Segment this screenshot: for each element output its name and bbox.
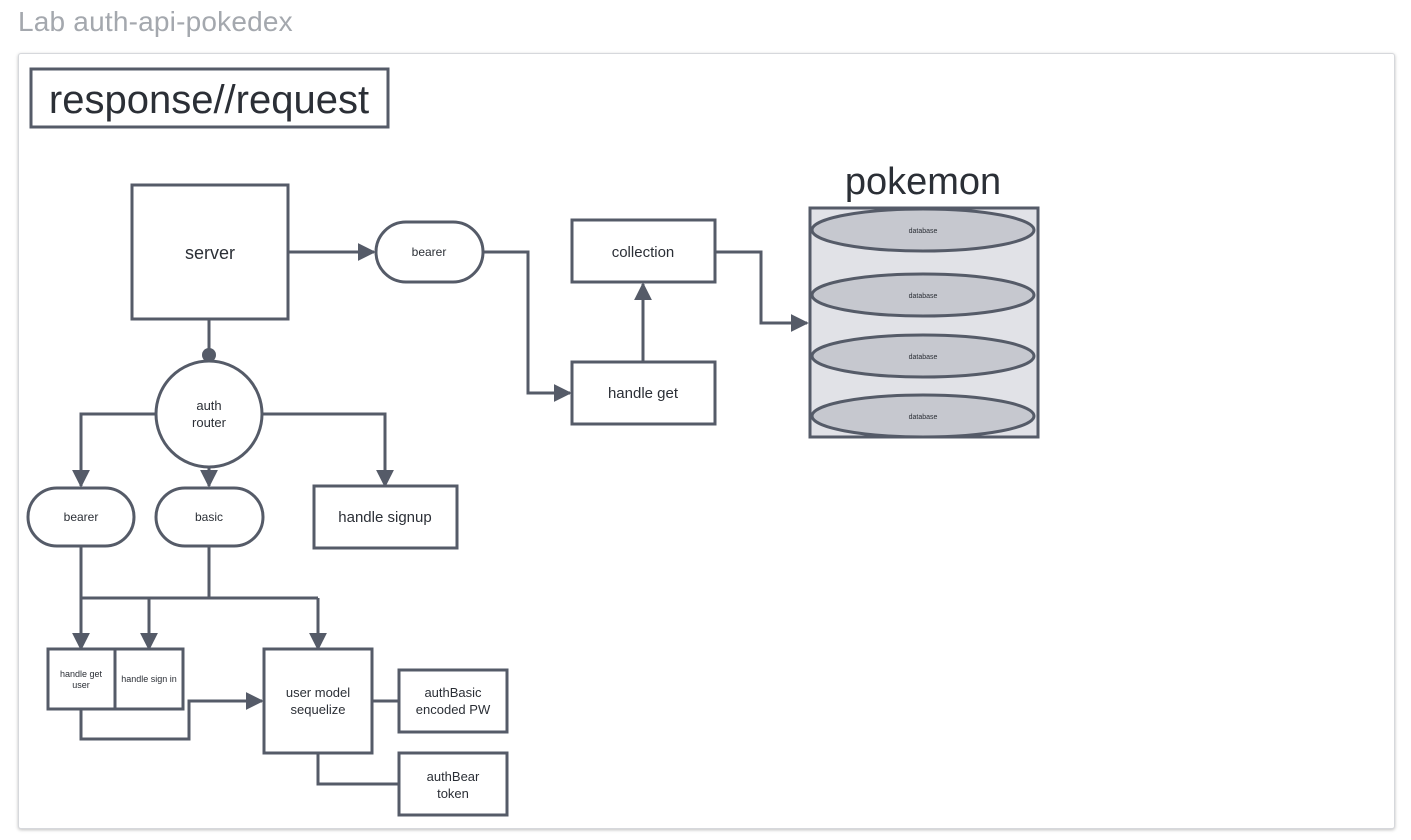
page-title: Lab auth-api-pokedex [18, 6, 293, 37]
database-disk-label: database [909, 354, 938, 361]
heading-text: response//request [49, 78, 369, 122]
database-disk-label: database [909, 228, 938, 235]
edge-usermodel-authbear [316, 753, 399, 786]
diagram-board[interactable]: response//request server [18, 53, 1395, 829]
edge-authrouter-signup [263, 412, 394, 488]
node-handle-signup-label: handle signup [338, 509, 431, 526]
node-handle-signup[interactable]: handle signup [312, 484, 459, 550]
node-bearer-top[interactable]: bearer [374, 220, 485, 284]
database-group[interactable]: pokemon database database database datab… [808, 161, 1040, 439]
edges [72, 243, 809, 786]
node-user-model[interactable]: user model sequelize [262, 647, 374, 755]
database-disk: database [810, 207, 1036, 253]
edge-collection-db [716, 250, 809, 332]
heading-box[interactable]: response//request [29, 67, 390, 129]
node-handle-get-user-label-1: handle get [60, 669, 103, 679]
node-handle-get[interactable]: handle get [570, 360, 717, 426]
node-user-model-label-2: sequelize [291, 702, 346, 717]
node-bearer-top-label: bearer [412, 245, 447, 259]
database-disk-label: database [909, 414, 938, 421]
node-auth-router[interactable]: auth router [154, 359, 264, 469]
node-auth-router-label-2: router [192, 415, 227, 430]
database-disk: database [810, 333, 1036, 379]
database-disk: database [810, 393, 1036, 439]
node-basic-label: basic [195, 510, 223, 524]
node-collection-label: collection [612, 244, 675, 261]
node-auth-bear-label-1: authBear [427, 769, 480, 784]
edge-authrouter-bearer [72, 412, 156, 488]
database-group-title: pokemon [845, 161, 1001, 203]
node-auth-basic[interactable]: authBasic encoded PW [397, 668, 509, 734]
edge-getuser-usermodel [79, 692, 264, 741]
node-bearer-left[interactable]: bearer [26, 486, 136, 548]
node-auth-router-label-1: auth [196, 398, 221, 413]
node-auth-bear-label-2: token [437, 786, 469, 801]
node-handle-get-label: handle get [608, 385, 679, 402]
node-auth-basic-label-1: authBasic [424, 685, 482, 700]
node-handle-get-user[interactable]: handle get user [46, 647, 117, 711]
node-server-label: server [185, 243, 235, 263]
node-user-model-label-1: user model [286, 685, 350, 700]
node-handle-sign-in-label: handle sign in [121, 674, 177, 684]
node-collection[interactable]: collection [570, 218, 717, 284]
node-basic[interactable]: basic [154, 486, 265, 548]
connector-dot [202, 348, 216, 362]
node-auth-bear[interactable]: authBear token [397, 751, 509, 817]
database-disk: database [810, 272, 1036, 318]
node-bearer-left-label: bearer [64, 510, 99, 524]
node-server[interactable]: server [130, 183, 290, 321]
node-handle-get-user-label-2: user [72, 680, 90, 690]
edge-bearer-handleget [483, 250, 572, 402]
database-disk-label: database [909, 293, 938, 300]
node-handle-sign-in[interactable]: handle sign in [113, 647, 185, 711]
node-auth-basic-label-2: encoded PW [416, 702, 491, 717]
